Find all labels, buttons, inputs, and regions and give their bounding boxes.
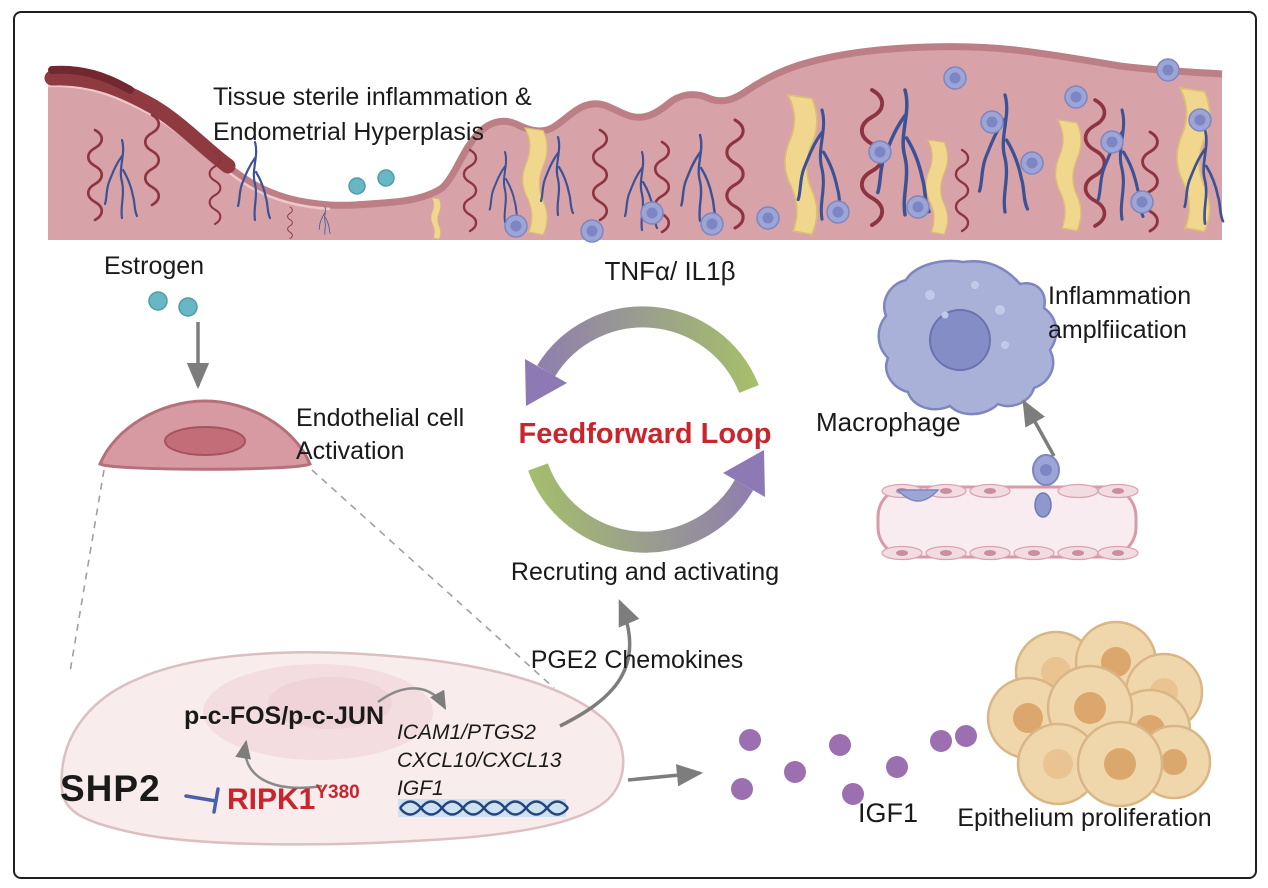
igf1-dots (731, 725, 977, 805)
loop-arc-bottom (528, 463, 754, 553)
feedforward-loop-arrows (525, 306, 765, 553)
estrogen-label: Estrogen (104, 252, 205, 280)
endothelial-label: Endothelial cell Activation (296, 402, 464, 467)
tissue-title-line1: Tissue sterile inflammation & (213, 83, 532, 111)
vessel-wall-nuclei (896, 488, 1124, 556)
shp2-inhibition-tbar (184, 787, 220, 814)
ripk1-to-ap1-arrow (235, 739, 323, 790)
cell-to-igf1-arrow (627, 764, 704, 787)
estrogen-dots-tissue (348, 169, 395, 195)
zoom-dashed-lines (69, 469, 555, 689)
ap1-label: p-c-FOS/p-c-JUN (184, 702, 384, 730)
gene-item: CXCL10/CXCL13 (397, 748, 562, 772)
epithelium-label: Epithelium proliferation (957, 804, 1212, 832)
amplification-line2: amplfiication (1048, 315, 1187, 344)
figure-border (13, 11, 1257, 879)
ripk1-phosphosite: Y380 (315, 782, 360, 803)
endothelial-cell (98, 399, 312, 471)
wound-dark-cap (44, 70, 236, 174)
ripk1-label: RIPK1Y380 (227, 782, 360, 817)
endothelial-label-line2: Activation (296, 436, 405, 465)
gene-item: ICAM1/PTGS2 (397, 721, 536, 744)
igf1-label: IGF1 (857, 798, 918, 828)
loop-arrowhead-right (723, 450, 765, 497)
adherent-monocyte (896, 489, 940, 502)
ap1-to-genes-arrow (377, 687, 447, 710)
wound-dark-ridge (48, 65, 134, 94)
recruiting-label: Recruting and activating (510, 558, 780, 586)
signaling-cell (60, 651, 625, 846)
feedforward-loop-label: Feedforward Loop (518, 418, 772, 450)
epithelium-cluster (986, 620, 1212, 808)
cytokines-label: TNFα/ IL1β (604, 256, 736, 286)
tissue-lining (47, 43, 1223, 209)
inflammation-amplification-label: Inflammation amplfiication (1048, 280, 1191, 348)
macrophage-cell (877, 259, 1058, 416)
vessel-to-macrophage-arrow (1022, 399, 1056, 457)
loop-arc-top (537, 306, 759, 394)
shp2-label: SHP2 (60, 768, 161, 809)
tissue-title: Tissue sterile inflammation & Endometria… (213, 80, 532, 150)
loop-arrowhead-left (525, 359, 567, 406)
endothelial-label-line1: Endothelial cell (296, 404, 465, 432)
transmigrating-cell-tail (1034, 492, 1052, 518)
tissue-illustration (44, 43, 1225, 243)
pge2-chemokines-label: PGE2 Chemokines (530, 646, 744, 674)
estrogen-dots (148, 291, 198, 317)
ripk1-name: RIPK1 (227, 783, 316, 816)
dna-helix (398, 799, 569, 817)
vessel-transmigration (876, 454, 1139, 561)
gene-item: IGF1 (397, 776, 444, 800)
macrophage-label: Macrophage (816, 407, 961, 437)
pge2-arrow (559, 599, 640, 728)
tissue-title-line2: Endometrial Hyperplasis (213, 118, 484, 146)
target-genes-list: ICAM1/PTGS2 CXCL10/CXCL13 IGF1 (397, 719, 562, 803)
amplification-line1: Inflammation (1048, 282, 1192, 310)
